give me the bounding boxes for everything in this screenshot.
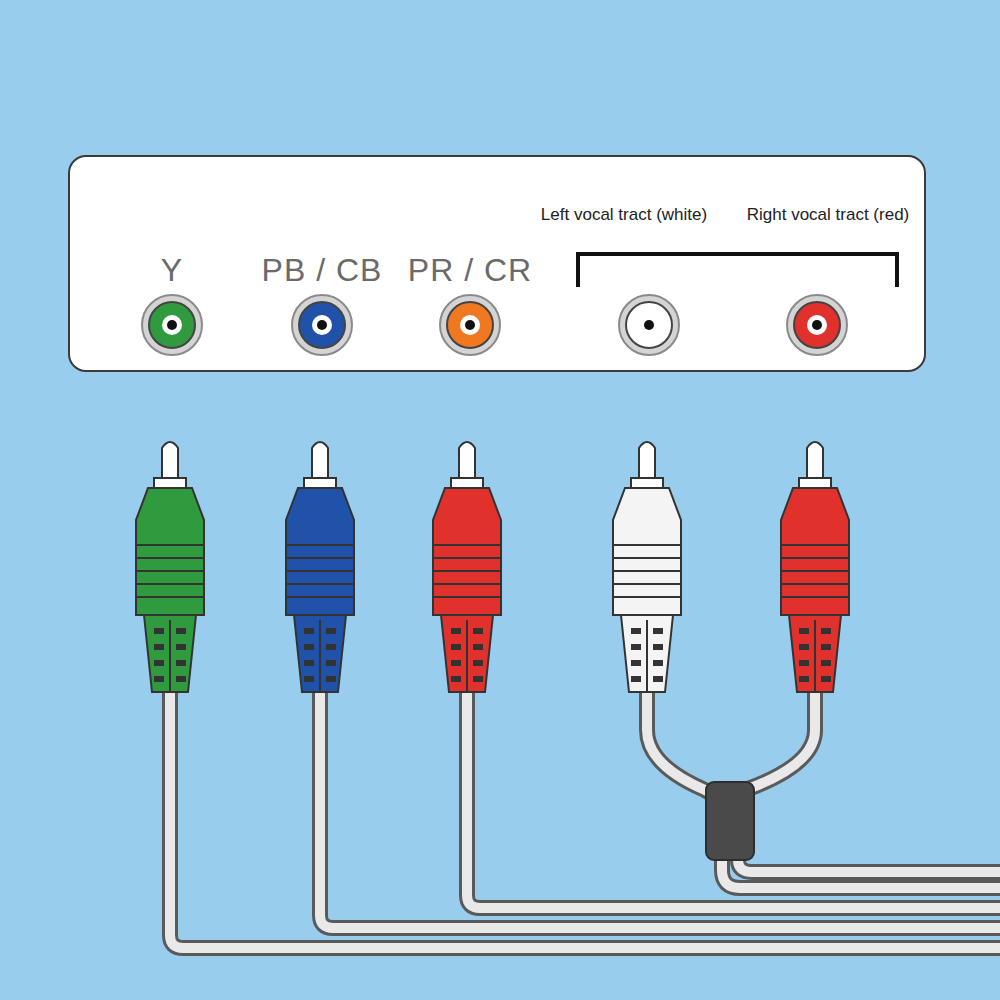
connector-panel: Y PB / CB PR / CR Left vocal tract (white) R… <box>68 155 926 372</box>
rca-jack <box>619 295 679 355</box>
rca-plug <box>286 442 354 692</box>
channel-label: Left vocal tract (white) <box>541 205 707 225</box>
rca-jack <box>142 295 202 355</box>
port-label: PB / CB <box>262 252 383 289</box>
rca-jack <box>440 295 500 355</box>
rca-jack <box>292 295 352 355</box>
bracket <box>578 254 897 287</box>
rca-plug <box>433 442 501 692</box>
rca-jack <box>787 295 847 355</box>
channel-label: Right vocal tract (red) <box>747 205 910 225</box>
port-label: Y <box>161 252 183 289</box>
rca-plug <box>136 442 204 692</box>
port-label: PR / CR <box>408 252 532 289</box>
rca-plug <box>781 442 849 692</box>
rca-plug <box>613 442 681 692</box>
